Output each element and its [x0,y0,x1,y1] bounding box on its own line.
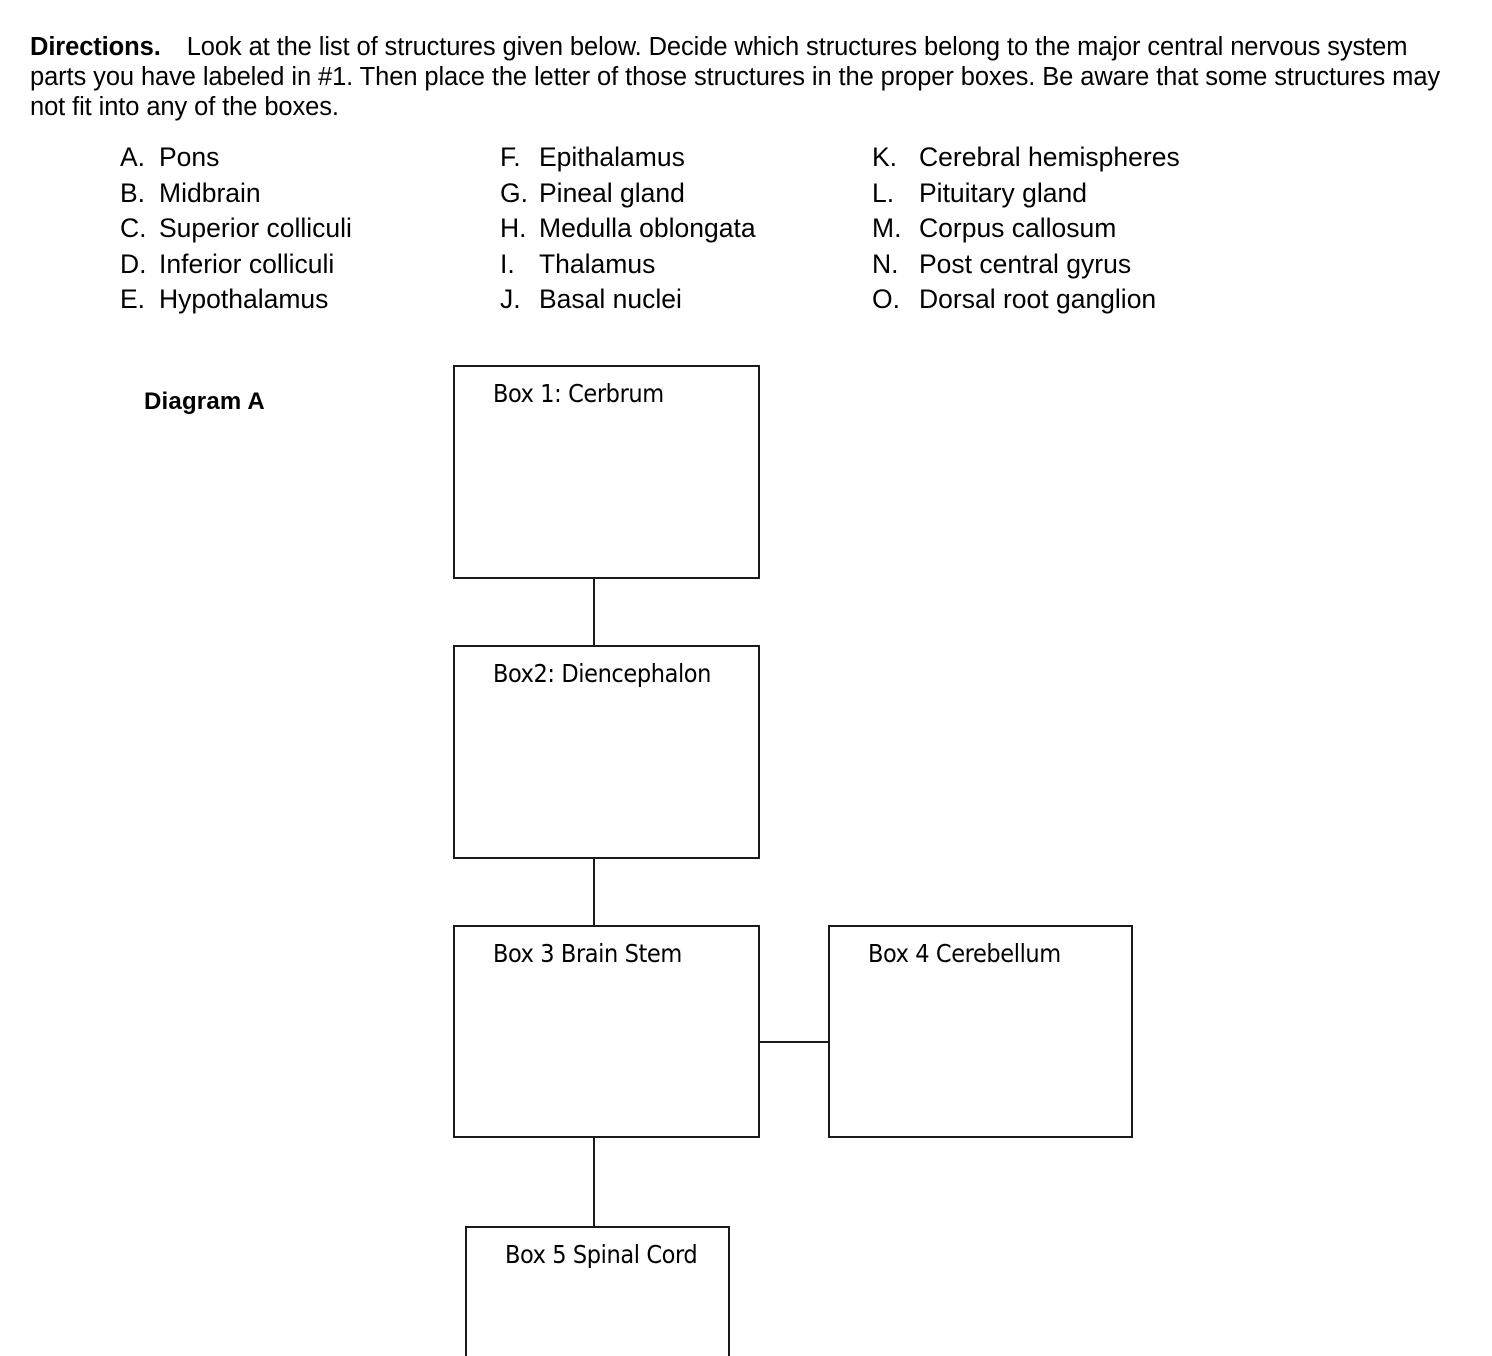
list-item-letter: H. [500,213,527,243]
list-item-label: Epithalamus [539,142,685,172]
list-item: G. Pineal gland [500,176,756,212]
list-item-label: Pineal gland [539,177,685,208]
list-item-letter: O. [872,284,900,314]
box-2-label: Box2: Diencephalon [493,659,712,688]
list-item-label: Basal nuclei [539,284,682,314]
list-item: E. Hypothalamus [120,282,352,318]
list-item: J. Basal nuclei [500,282,756,318]
box-1-cerebrum[interactable]: Box 1: Cerbrum [453,365,760,579]
box-4-label: Box 4 Cerebellum [868,939,1061,968]
list-item-letter: N. [872,248,899,279]
list-item-label: Cerebral hemispheres [919,142,1180,172]
list-item-letter: D. [120,248,147,279]
box-1-label: Box 1: Cerbrum [493,379,664,408]
list-item-letter: A. [120,142,146,172]
structure-list-column-2: F. Epithalamus G. Pineal gland H. Medull… [500,140,756,318]
list-item-letter: L. [872,177,895,208]
list-item: D. Inferior colliculi [120,247,352,283]
list-item: A. Pons [120,140,352,176]
list-item-letter: J. [500,284,521,314]
list-item-label: Thalamus [539,248,656,279]
list-item: K. Cerebral hemispheres [872,140,1180,176]
connector-box1-box2 [593,566,595,658]
list-item-letter: M. [872,213,902,243]
list-item: M. Corpus callosum [872,211,1180,247]
list-item-label: Superior colliculi [159,213,352,243]
list-item-letter: C. [120,213,147,243]
connector-box3-box5 [593,1126,595,1238]
list-item: N. Post central gyrus [872,247,1180,283]
list-item: F. Epithalamus [500,140,756,176]
list-item: I. Thalamus [500,247,756,283]
box-5-label: Box 5 Spinal Cord [505,1240,698,1269]
connector-box2-box3 [593,846,595,938]
list-item-letter: E. [120,284,146,314]
directions-body: Look at the list of structures given bel… [30,32,1441,121]
list-item-letter: B. [120,177,146,208]
structure-list-column-1: A. Pons B. Midbrain C. Superior collicul… [120,140,352,318]
list-item-label: Pons [159,142,220,172]
list-item-letter: K. [872,142,898,172]
list-item-letter: G. [500,177,528,208]
diagram-title: Diagram A [144,388,265,415]
box-2-diencephalon[interactable]: Box2: Diencephalon [453,645,760,859]
list-item: O. Dorsal root ganglion [872,282,1180,318]
list-item-label: Dorsal root ganglion [919,284,1157,314]
list-item: L. Pituitary gland [872,176,1180,212]
list-item-letter: I. [500,248,515,279]
box-5-spinal-cord[interactable]: Box 5 Spinal Cord [465,1226,730,1356]
box-3-label: Box 3 Brain Stem [493,939,682,968]
list-item-letter: F. [500,142,521,172]
list-item: C. Superior colliculi [120,211,352,247]
list-item-label: Hypothalamus [159,284,329,314]
list-item: H. Medulla oblongata [500,211,756,247]
list-item-label: Medulla oblongata [539,213,756,243]
connector-box3-box4 [760,1041,863,1043]
list-item-label: Post central gyrus [919,248,1132,279]
directions-paragraph: Directions.Look at the list of structure… [30,32,1450,122]
list-item: B. Midbrain [120,176,352,212]
list-item-label: Pituitary gland [919,177,1087,208]
list-item-label: Inferior colliculi [159,248,335,279]
list-item-label: Midbrain [159,177,261,208]
structure-list-column-3: K. Cerebral hemispheres L. Pituitary gla… [872,140,1180,318]
box-3-brain-stem[interactable]: Box 3 Brain Stem [453,925,760,1138]
directions-lead: Directions. [30,32,161,61]
box-4-cerebellum[interactable]: Box 4 Cerebellum [828,925,1133,1138]
list-item-label: Corpus callosum [919,213,1117,243]
